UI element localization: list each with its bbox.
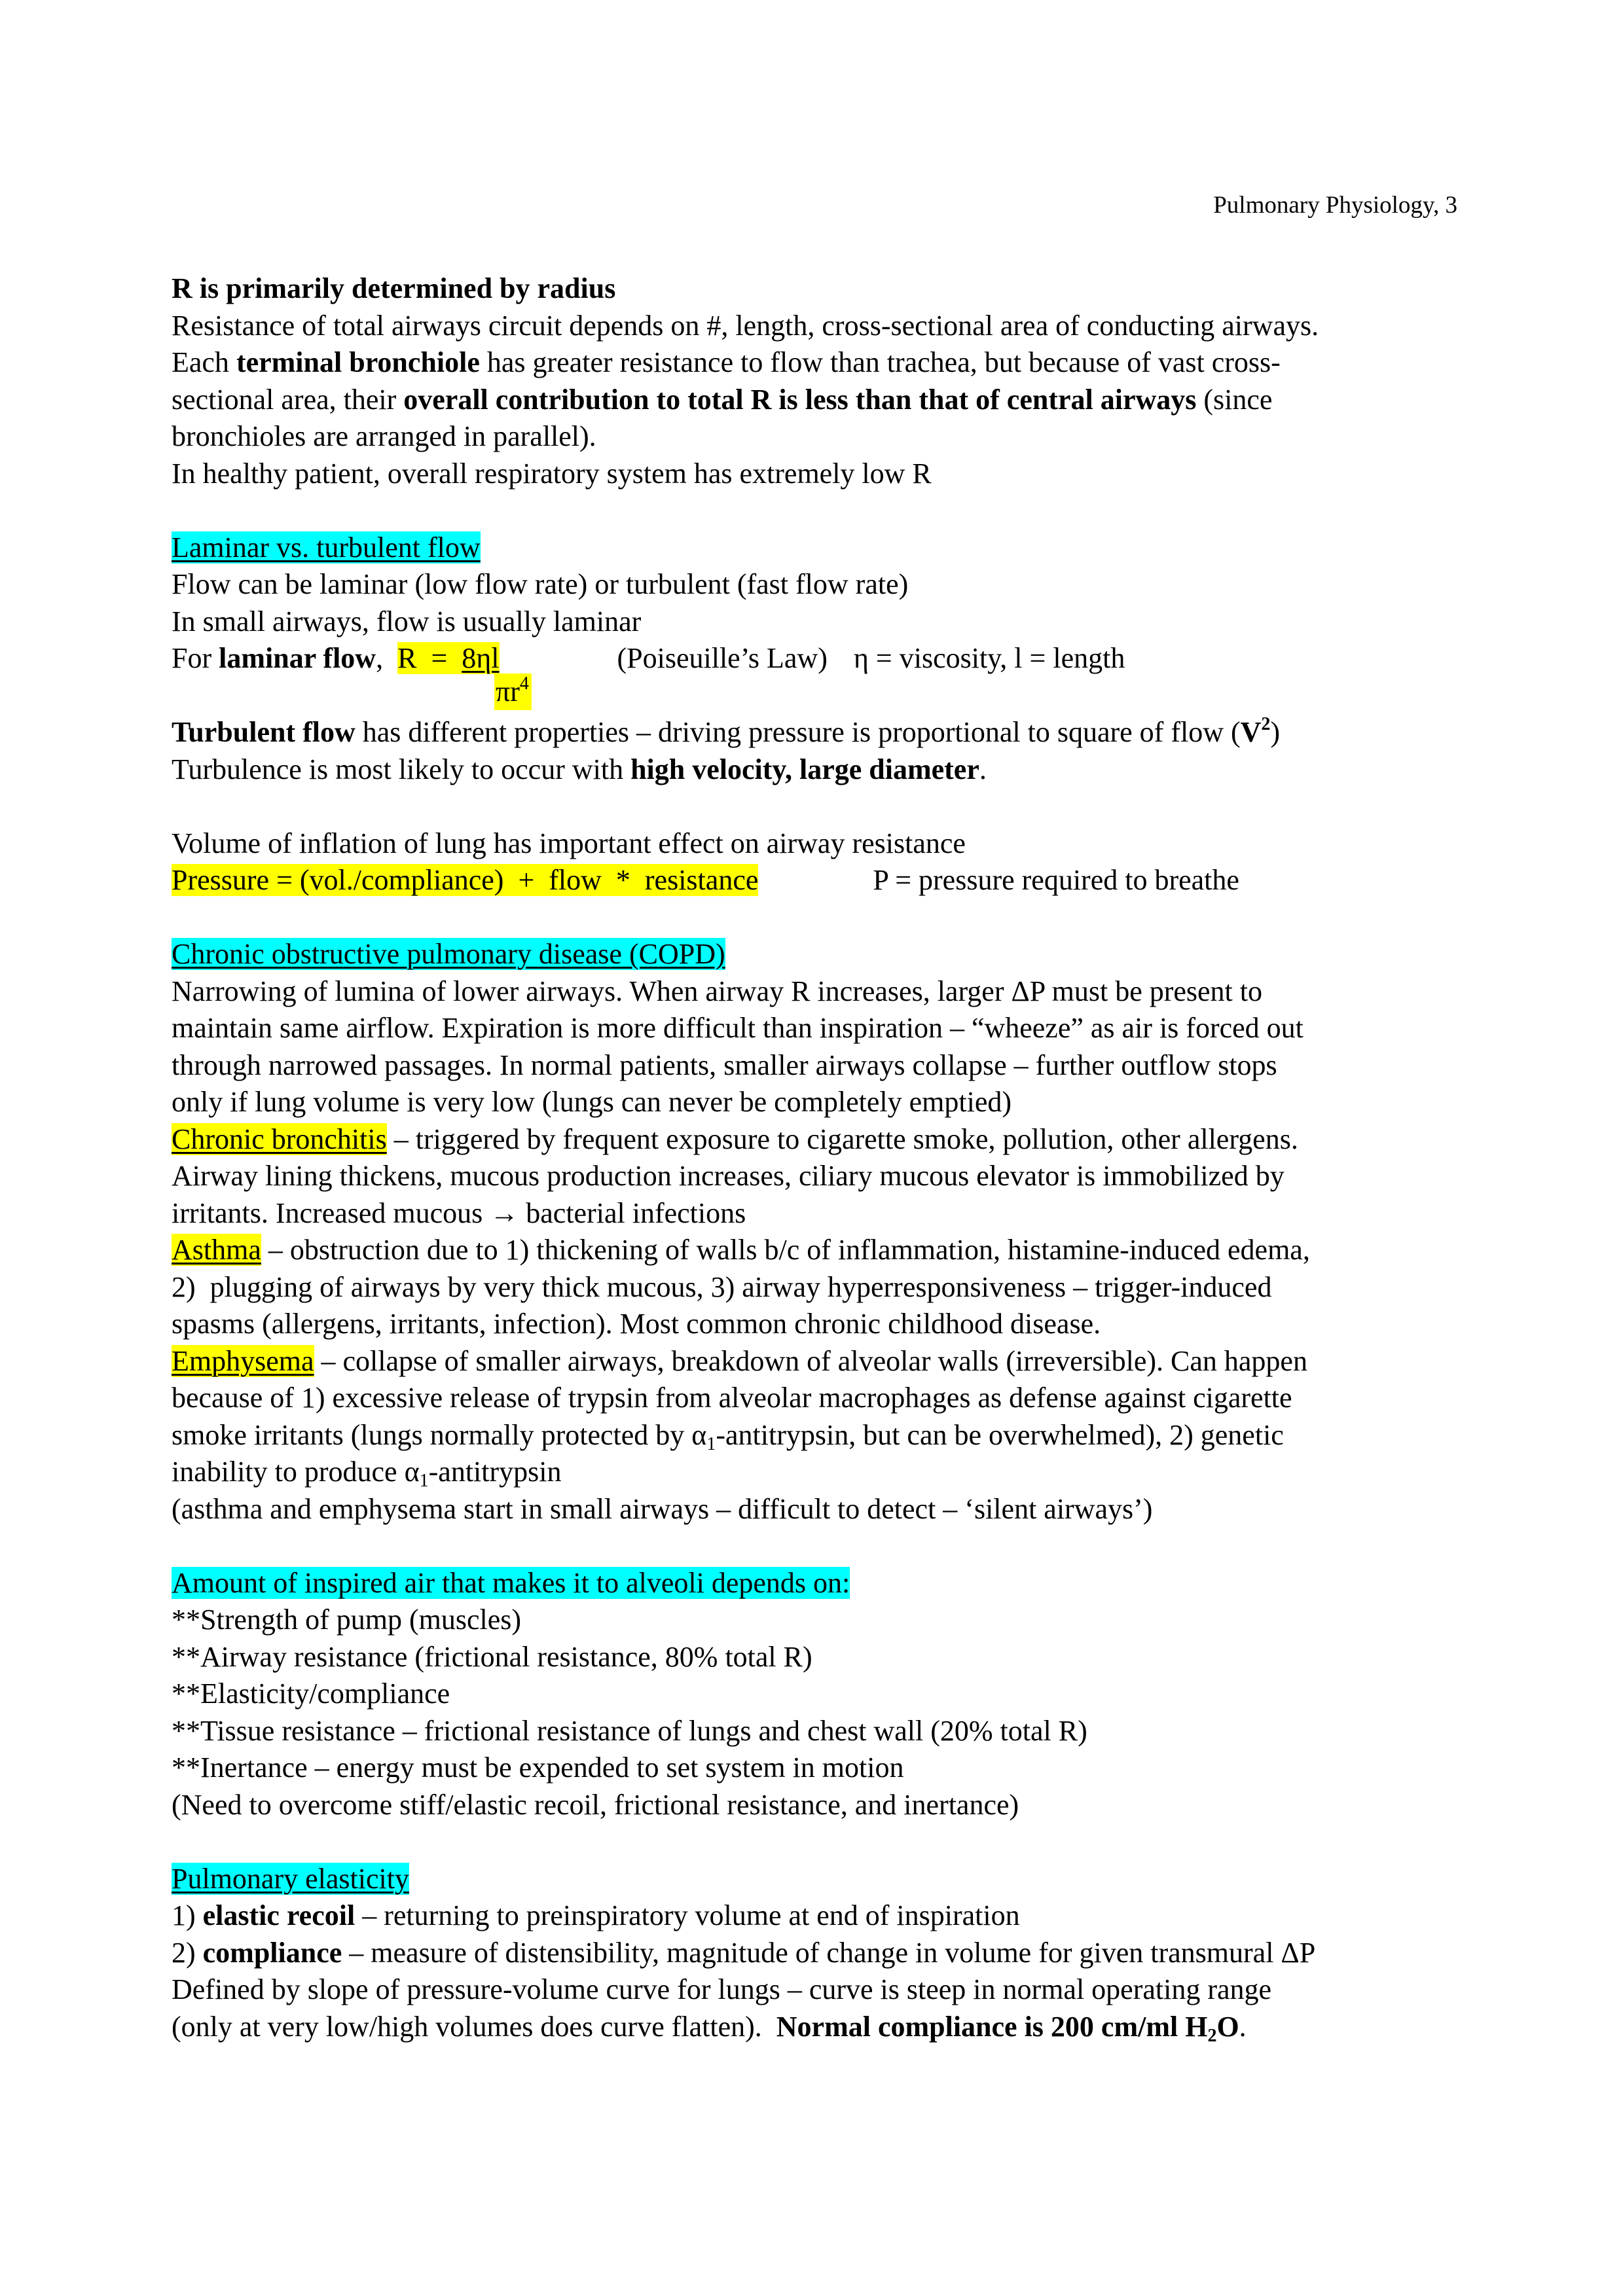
section-heading-elasticity: Pulmonary elasticity [172,1862,409,1895]
paragraph-line: only if lung volume is very low (lungs c… [172,1086,1012,1118]
list-item: **Inertance – energy must be expended to… [172,1751,904,1784]
paragraph-line: spasms (allergens, irritants, infection)… [172,1308,1101,1340]
formula-numerator: R = 8ηl [397,642,500,674]
paragraph-line: smoke irritants (lungs normally protecte… [172,1418,1284,1454]
paragraph-line: (Need to overcome stiff/elastic recoil, … [172,1788,1019,1821]
paragraph-line: 1) elastic recoil – returning to preinsp… [172,1899,1020,1931]
paragraph-line: maintain same airflow. Expiration is mor… [172,1012,1304,1044]
paragraph-line: irritants. Increased mucous → bacterial … [172,1196,746,1229]
list-item: **Strength of pump (muscles) [172,1604,522,1636]
list-item: **Tissue resistance – frictional resista… [172,1714,1087,1747]
term-chronic-bronchitis: Chronic bronchitis [172,1122,387,1155]
paragraph-line: because of 1) excessive release of tryps… [172,1382,1292,1414]
law-name: (Poiseuille’s Law) [617,642,828,674]
bold-term: terminal bronchiole [236,346,480,378]
paragraph-line: Each terminal bronchiole has greater res… [172,346,1281,378]
paragraph-line: Airway lining thickens, mucous productio… [172,1160,1285,1192]
section-heading-radius: R is primarily determined by radius [172,272,616,304]
variable-legend: η = viscosity, l = length [853,642,1125,674]
paragraph-line: Narrowing of lumina of lower airways. Wh… [172,975,1263,1007]
paragraph-line: Turbulent flow has different properties … [172,714,1281,749]
list-item: **Elasticity/compliance [172,1677,450,1710]
term-asthma: Asthma [172,1234,261,1266]
paragraph-line: 2) compliance – measure of distensibilit… [172,1936,1316,1969]
asthma-line: Asthma – obstruction due to 1) thickenin… [172,1234,1310,1266]
paragraph-line: Volume of inflation of lung has importan… [172,827,966,859]
paragraph-line: bronchioles are arranged in parallel). [172,420,596,452]
paragraph-line: sectional area, their overall contributi… [172,383,1273,416]
bold-term: overall contribution to total R is less … [403,383,1197,416]
poiseuille-formula-line: For laminar flow, R = 8ηl(Poiseuille’s L… [172,642,1125,674]
paragraph-line: Turbulence is most likely to occur with … [172,753,987,785]
emphysema-line: Emphysema – collapse of smaller airways,… [172,1344,1307,1377]
paragraph-line: inability to produce α1-antitrypsin [172,1456,562,1491]
section-heading-copd: Chronic obstructive pulmonary disease (C… [172,938,725,970]
paragraph-line: Resistance of total airways circuit depe… [172,309,1319,342]
running-header: Pulmonary Physiology, 3 [1213,192,1457,219]
section-heading-inspired-air: Amount of inspired air that makes it to … [172,1566,850,1599]
pressure-note: P = pressure required to breathe [873,864,1239,896]
document-body: R is primarily determined by radius Resi… [172,270,1474,2045]
formula-denominator: πr4 [172,673,1474,715]
paragraph-line: 2) plugging of airways by very thick muc… [172,1270,1272,1303]
bronchitis-line: Chronic bronchitis – triggered by freque… [172,1122,1298,1155]
list-item: **Airway resistance (frictional resistan… [172,1640,812,1673]
paragraph-line: through narrowed passages. In normal pat… [172,1049,1277,1081]
section-heading-flow: Laminar vs. turbulent flow [172,531,481,564]
pressure-equation: Pressure = (vol./compliance) + flow * re… [172,864,759,896]
term-emphysema: Emphysema [172,1344,314,1377]
pressure-equation-line: Pressure = (vol./compliance) + flow * re… [172,862,1474,899]
paragraph-line: In small airways, flow is usually lamina… [172,605,642,637]
paragraph-line: In healthy patient, overall respiratory … [172,457,932,490]
paragraph-line: Flow can be laminar (low flow rate) or t… [172,568,909,600]
paragraph-line: (only at very low/high volumes does curv… [172,2010,1247,2046]
paragraph-line: (asthma and emphysema start in small air… [172,1492,1153,1525]
paragraph-line: Defined by slope of pressure-volume curv… [172,1973,1272,2005]
